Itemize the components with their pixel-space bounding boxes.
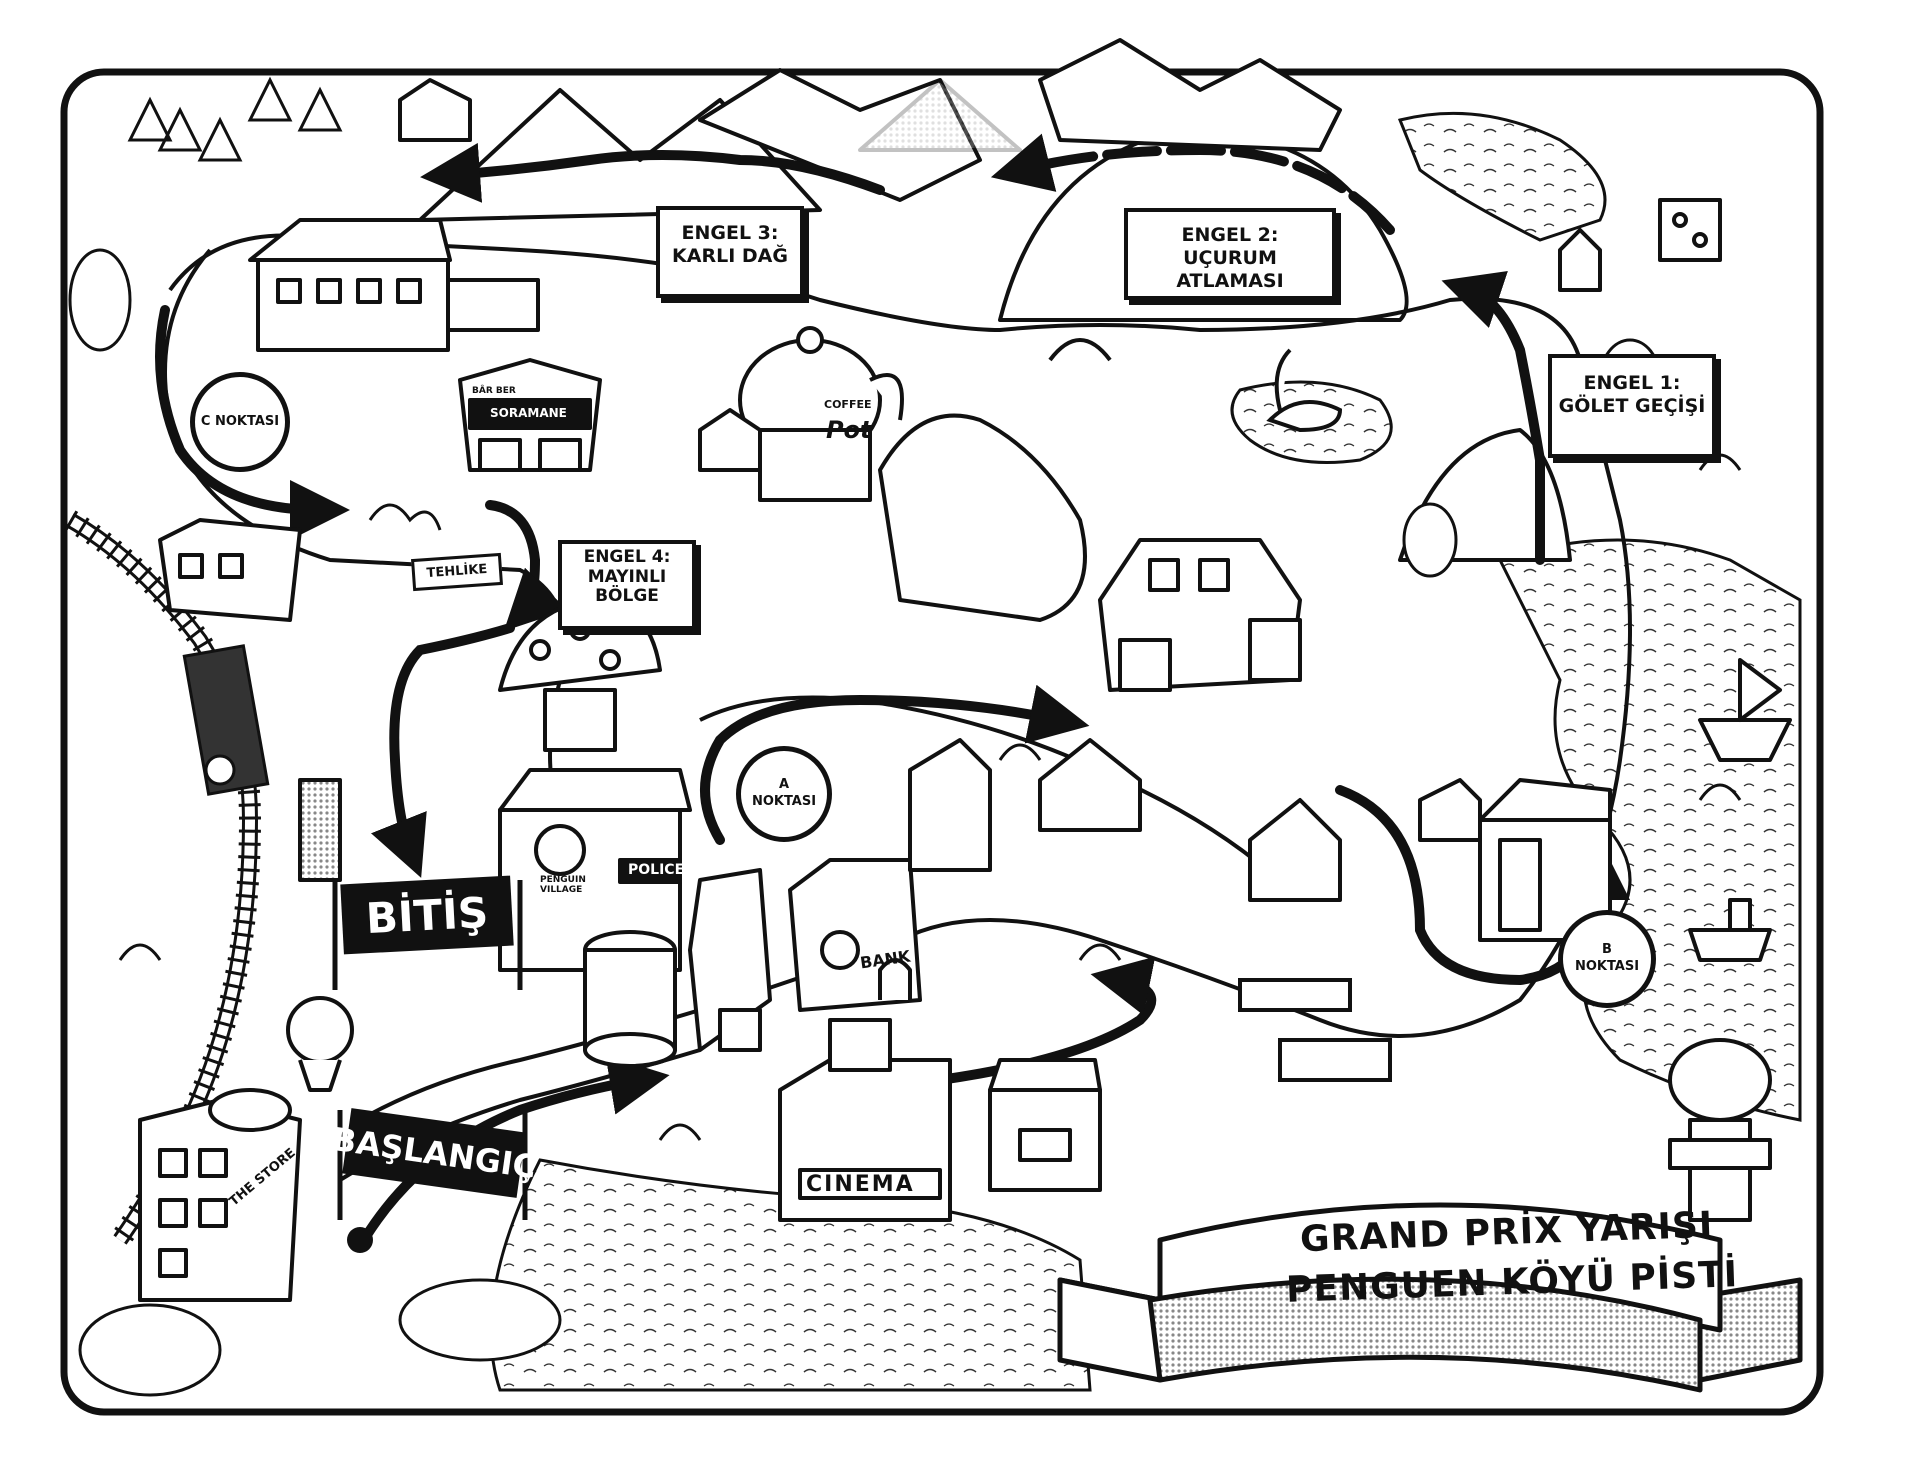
- swan: [1266, 348, 1343, 433]
- obstacle-3-title: ENGEL 3:: [681, 222, 779, 244]
- small-cabin: [398, 78, 1602, 902]
- barber-label-text: BÂR BER: [472, 386, 516, 396]
- ski-lodge: [248, 218, 540, 352]
- train-station: [158, 518, 342, 882]
- obstacle-2-title: ENGEL 2:: [1181, 224, 1279, 246]
- bank-building: [788, 858, 922, 1012]
- cinema-label-text: CINEMA: [806, 1172, 915, 1197]
- checkpoint-b-label-1: B: [1602, 942, 1612, 958]
- finish-post: [332, 880, 523, 990]
- ski-lodge-right: [1098, 538, 1302, 692]
- balloon: [286, 996, 354, 1092]
- checkpoint-a-label: A NOKTASI: [751, 777, 817, 809]
- pot-label-text: Pot: [826, 416, 872, 444]
- mountains: [418, 38, 1572, 622]
- dice-house: [1658, 198, 1722, 262]
- penguin-village-line-1: PENGUIN: [540, 875, 586, 885]
- tug-boat: [1688, 898, 1772, 962]
- barber-label: BÂR BER: [472, 386, 516, 396]
- finish-sign: BİTİŞ: [340, 875, 514, 955]
- obstacle-3-text: KARLI DAĞ: [672, 244, 788, 267]
- title-ribbon: [1057, 1202, 1803, 1393]
- start-post: [337, 1110, 528, 1220]
- cinema-label: CINEMA: [806, 1172, 915, 1197]
- pirate-ship: [1698, 658, 1792, 762]
- police-label-text: POLICE: [628, 862, 685, 878]
- bridges: [1048, 338, 1392, 1082]
- penguin-village-label: PENGUIN VILLAGE: [540, 875, 586, 896]
- finish-sign-text: BİTİŞ: [364, 887, 490, 943]
- pot-label: Pot: [826, 416, 872, 444]
- checkpoint-c: C NOKTASI: [190, 372, 290, 472]
- danger-sign-text: TEHLİKE: [426, 561, 488, 582]
- obstacle-2-label: ENGEL 2: UÇURUM ATLAMASI: [1124, 208, 1336, 300]
- checkpoint-b: B NOKTASI: [1558, 910, 1656, 1008]
- general-store: [138, 1088, 302, 1302]
- coffee-label: COFFEE: [824, 398, 871, 411]
- obstacle-3-label: ENGEL 3: KARLI DAĞ: [656, 206, 804, 298]
- fish-can-building: [583, 930, 677, 1068]
- danger-sign: TEHLİKE: [410, 552, 504, 592]
- obstacle-2-text: UÇURUM ATLAMASI: [1176, 246, 1284, 292]
- coffee-pot-cafe: [738, 326, 904, 502]
- checkpoint-a: A NOKTASI: [736, 746, 832, 842]
- coffee-label-text: COFFEE: [824, 398, 872, 411]
- obstacle-4-label: ENGEL 4: MAYINLI BÖLGE: [558, 540, 696, 630]
- barber-shop: [458, 358, 602, 472]
- barber-name-label: SORAMANE: [490, 406, 567, 420]
- trees: [68, 76, 1742, 1397]
- lighthouse: [1668, 1038, 1772, 1222]
- police-label: POLICE: [628, 862, 684, 878]
- obstacle-4-title: ENGEL 4:: [583, 547, 671, 567]
- obstacle-4-text: MAYINLI BÖLGE: [587, 566, 667, 607]
- obstacle-1-title: ENGEL 1:: [1583, 372, 1681, 394]
- penguin-village-line-2: VILLAGE: [540, 884, 583, 895]
- checkpoint-b-label-2: NOKTASI: [1574, 959, 1640, 974]
- barber-name-text: SORAMANE: [490, 406, 567, 420]
- obstacle-1-text: GÖLET GEÇİŞİ: [1558, 394, 1706, 417]
- boot-building: [688, 868, 772, 1052]
- ice-shop: [988, 1058, 1102, 1192]
- obstacle-1-label: ENGEL 1: GÖLET GEÇİŞİ: [1548, 354, 1716, 458]
- cinema-building: [778, 1018, 952, 1222]
- checkpoint-c-label: C NOKTASI: [200, 413, 280, 429]
